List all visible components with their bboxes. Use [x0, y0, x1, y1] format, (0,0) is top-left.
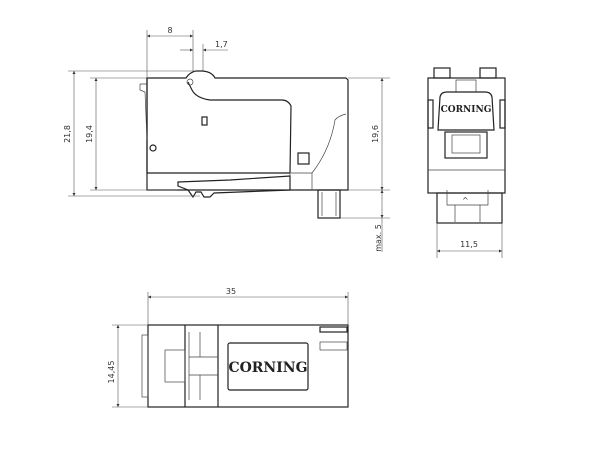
dim-max-5: max. 5: [374, 224, 383, 252]
latch-window: [201, 116, 208, 126]
dim-35: 35: [226, 287, 236, 296]
dim-11-5: 11,5: [460, 240, 478, 249]
dim-8: 8: [167, 26, 172, 35]
release-button: [297, 152, 310, 165]
dim-1-7: 1,7: [215, 40, 228, 49]
dim-19-4: 19,4: [85, 125, 94, 143]
corning-logo-bottom: CORNING: [228, 360, 307, 376]
dim-21-8: 21,8: [63, 125, 72, 143]
rivet: [149, 144, 157, 152]
dim-19-6: 19,6: [371, 125, 380, 143]
front-view: CORNING ^ 11,5: [427, 67, 506, 258]
dim-14-45: 14,45: [107, 361, 116, 384]
corning-logo-front: CORNING: [441, 105, 492, 115]
key-mark: ^: [462, 196, 469, 205]
side-view: 8 1,7 21,8 19,4 19,6 max. 5: [63, 26, 390, 252]
pin: [317, 189, 341, 219]
bottom-view: CORNING 35 14,45: [107, 287, 349, 408]
